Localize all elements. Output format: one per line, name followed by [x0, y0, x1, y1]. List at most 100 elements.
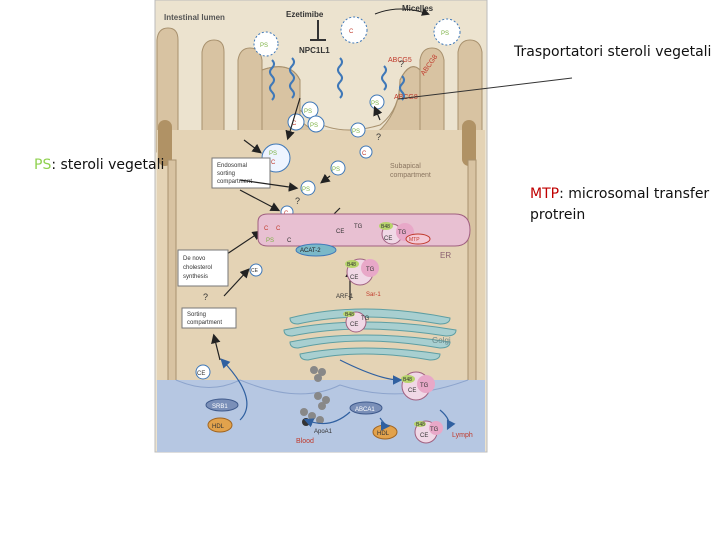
svg-text:C: C	[349, 29, 354, 35]
svg-text:TG: TG	[366, 267, 375, 273]
lymph-label: Lymph	[452, 432, 473, 439]
er-label: ER	[440, 251, 451, 260]
svg-text:B48: B48	[416, 422, 425, 428]
svg-text:C: C	[362, 151, 367, 157]
svg-text:TG: TG	[354, 224, 363, 230]
subapical-compartment-label: compartment	[390, 172, 431, 179]
question-mark-1: ?	[399, 59, 404, 69]
svg-text:TG: TG	[361, 316, 370, 322]
svg-text:B48: B48	[345, 312, 354, 318]
svg-text:HDL: HDL	[212, 424, 225, 430]
abcg5-abcg8-transporters	[381, 65, 405, 101]
micelle-center: C	[340, 16, 368, 44]
particle-cluster	[300, 366, 330, 424]
blood-label: Blood	[296, 438, 314, 445]
svg-text:PS: PS	[371, 101, 379, 107]
svg-text:PS: PS	[310, 123, 318, 129]
svg-text:Endosomal: Endosomal	[217, 163, 247, 169]
mtp-key: MTP	[530, 186, 560, 202]
svg-text:ACAT-2: ACAT-2	[300, 248, 321, 254]
micelle-arrow	[374, 8, 430, 16]
tight-junction-left	[158, 120, 172, 166]
svg-text:B48: B48	[403, 377, 412, 383]
svg-text:PS: PS	[269, 151, 277, 157]
lipoprotein-golgi: CE TG B48	[343, 311, 370, 333]
ps-key: PS	[34, 157, 52, 173]
golgi-stack	[283, 308, 457, 361]
apoa1-label: ApoA1	[314, 429, 333, 435]
svg-text:sorting: sorting	[217, 171, 235, 177]
srb1-receptor	[205, 398, 239, 412]
lateral-membrane-right	[467, 159, 477, 401]
mtp-legend: MTP: microsomal transfer	[530, 186, 709, 202]
mtp-description: : microsomal transfer	[559, 186, 710, 202]
svg-text:PS: PS	[441, 31, 449, 37]
subapical-label: Subapical	[390, 163, 421, 170]
intestinal-lumen-label: Intestinal lumen	[164, 13, 225, 22]
svg-text:CE: CE	[336, 229, 344, 235]
blood-region	[157, 380, 485, 452]
lipoprotein-mid: TG CE B48	[345, 258, 379, 286]
svg-text:TG: TG	[430, 427, 439, 433]
svg-text:CE: CE	[420, 433, 428, 439]
svg-text:Sorting: Sorting	[187, 312, 206, 318]
svg-text:TG: TG	[420, 383, 429, 389]
sorting-compartment-box	[181, 307, 237, 329]
svg-text:?: ?	[203, 292, 208, 302]
svg-text:CE: CE	[197, 371, 205, 377]
ezetimibe-label: Ezetimibe	[286, 10, 324, 19]
svg-text:B48: B48	[381, 224, 390, 230]
ce-droplet	[249, 263, 263, 277]
micelle-right: PS	[433, 18, 461, 46]
apical-membrane	[261, 66, 421, 131]
ps-legend: PS: steroli vegetali	[34, 157, 164, 173]
svg-text:TG: TG	[398, 230, 407, 236]
svg-text:SRB1: SRB1	[212, 404, 228, 410]
svg-text:CE: CE	[384, 236, 392, 242]
basal-arrows	[220, 358, 456, 431]
svg-text:PS: PS	[302, 187, 310, 193]
micelles-label: Micelles	[402, 4, 434, 13]
npc1l1-label: NPC1L1	[299, 46, 330, 55]
svg-text:PS: PS	[260, 43, 268, 49]
lateral-membrane-left	[167, 159, 177, 401]
svg-text:C: C	[276, 226, 281, 232]
svg-text:CE: CE	[251, 268, 259, 274]
svg-text:compartment: compartment	[217, 179, 252, 185]
hdl-left	[207, 417, 233, 433]
svg-text:CE: CE	[408, 388, 416, 394]
svg-text:C: C	[292, 121, 297, 127]
svg-text:De novo: De novo	[183, 256, 206, 262]
ce-basal	[195, 364, 211, 380]
secretory-vesicle: TG CE B48	[401, 371, 435, 401]
svg-text:synthesis: synthesis	[183, 274, 208, 280]
golgi-label: Golgi	[432, 336, 451, 345]
tight-junction-right	[462, 120, 476, 166]
de-novo-synthesis-box	[177, 249, 229, 287]
transport-arrows	[211, 97, 383, 361]
npc1l1-transporters	[269, 57, 343, 101]
acat2-enzyme	[295, 243, 337, 257]
svg-text:C: C	[271, 160, 276, 166]
svg-text:CE: CE	[350, 322, 358, 328]
mtp-description-line2: protrein	[530, 207, 586, 223]
lipoprotein-er: TG CE B48 MTP	[379, 222, 431, 245]
svg-text:?: ?	[376, 132, 381, 142]
svg-text:ABCA1: ABCA1	[355, 407, 375, 413]
svg-text:B48: B48	[347, 262, 356, 268]
svg-text:C: C	[287, 238, 292, 244]
abcg8-label: ABCG8	[394, 94, 418, 101]
svg-text:cholesterol: cholesterol	[183, 265, 212, 271]
svg-text:?: ?	[295, 196, 300, 206]
apoa1-particle	[302, 418, 310, 426]
svg-text:PS: PS	[352, 129, 360, 135]
sar1-label: Sar-1	[366, 292, 381, 298]
lymph-chylomicron: TG CE B48	[414, 420, 443, 444]
svg-text:HDL: HDL	[377, 431, 390, 437]
svg-text:compartment: compartment	[187, 320, 222, 326]
transporters-caption: Trasportatori steroli vegetali	[514, 44, 712, 60]
abcg5-label: ABCG5	[388, 57, 412, 64]
svg-text:MTP: MTP	[409, 237, 420, 243]
transporter-pointer-line	[397, 77, 573, 100]
